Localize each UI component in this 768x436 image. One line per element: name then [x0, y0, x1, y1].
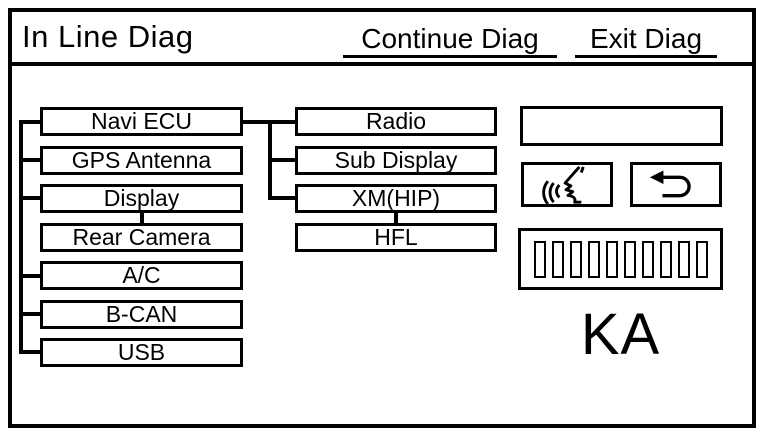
status-display-box	[520, 106, 723, 146]
connector-stub-sub-display	[268, 158, 295, 162]
connector-stub-bcan	[19, 312, 40, 316]
return-arrow-icon	[649, 170, 691, 197]
code-bar	[605, 240, 618, 278]
diag-item-radio[interactable]: Radio	[295, 107, 497, 136]
code-bar	[587, 240, 600, 278]
connector-display-rear-camera	[140, 213, 144, 223]
code-label: KA	[580, 302, 661, 367]
header-bar: In Line Diag Continue Diag Exit Diag	[12, 12, 752, 66]
exit-diag-button[interactable]: Exit Diag	[575, 23, 717, 58]
connector-stub-gps-antenna	[19, 158, 40, 162]
code-bar	[533, 240, 546, 278]
code-bar	[695, 240, 708, 278]
diag-item-usb[interactable]: USB	[40, 338, 243, 367]
return-button[interactable]	[630, 162, 722, 207]
inline-diag-screen: In Line Diag Continue Diag Exit Diag Nav…	[8, 8, 756, 428]
diag-item-ac[interactable]: A/C	[40, 261, 243, 290]
connector-stub-usb	[19, 350, 40, 354]
connector-stub-display	[19, 196, 40, 200]
connector-stub-xm	[268, 196, 295, 200]
code-bar	[677, 240, 690, 278]
code-bar	[551, 240, 564, 278]
connector-stub-navi-ecu	[19, 120, 40, 124]
diag-item-bcan[interactable]: B-CAN	[40, 300, 243, 329]
code-bar	[641, 240, 654, 278]
code-bar	[623, 240, 636, 278]
voice-command-icon	[542, 165, 585, 205]
voice-command-button[interactable]	[521, 162, 613, 207]
diag-item-xm-hip[interactable]: XM(HIP)	[295, 184, 497, 213]
code-bars	[518, 228, 723, 290]
diag-item-navi-ecu[interactable]: Navi ECU	[40, 107, 243, 136]
connector-left-trunk	[19, 120, 23, 354]
continue-diag-button[interactable]: Continue Diag	[343, 23, 557, 58]
diag-item-display[interactable]: Display	[40, 184, 243, 213]
connector-stub-ac	[19, 274, 40, 278]
diag-item-rear-camera[interactable]: Rear Camera	[40, 223, 243, 252]
diagram-area: Navi ECU GPS Antenna Display Rear Camera…	[12, 66, 752, 424]
diag-item-sub-display[interactable]: Sub Display	[295, 146, 497, 175]
code-bar	[569, 240, 582, 278]
diag-item-gps-antenna[interactable]: GPS Antenna	[40, 146, 243, 175]
page-title: In Line Diag	[22, 19, 194, 54]
connector-xm-hfl	[394, 213, 398, 223]
code-bar	[659, 240, 672, 278]
diag-item-hfl[interactable]: HFL	[295, 223, 497, 252]
